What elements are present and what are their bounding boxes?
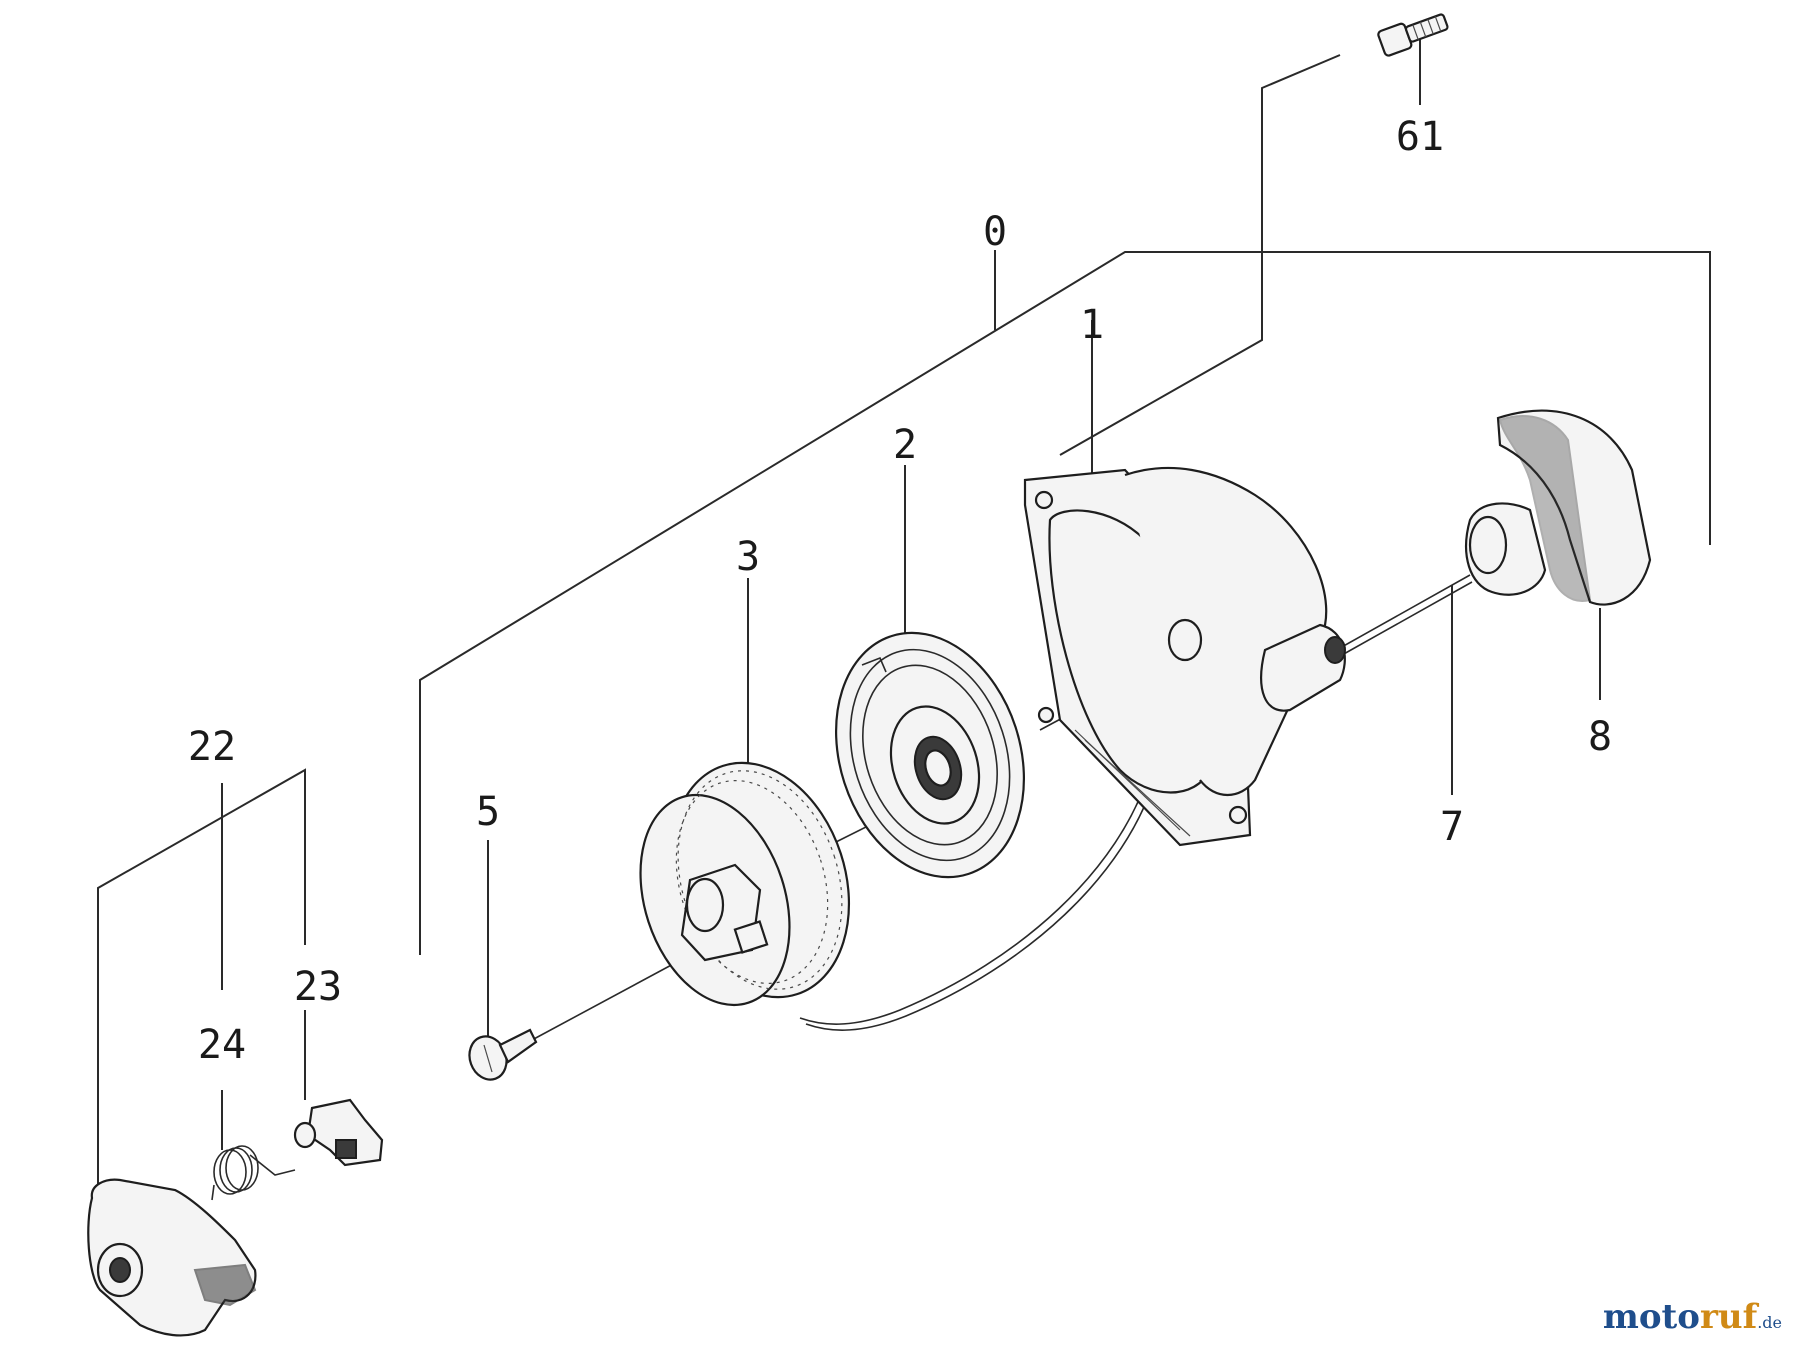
- callout-23: 23: [294, 964, 342, 1010]
- watermark-logo: motoruf.de: [1603, 1297, 1782, 1337]
- callout-2: 2: [893, 422, 917, 468]
- callout-5: 5: [476, 789, 500, 835]
- pawl-carrier-part-22: [87, 1178, 257, 1337]
- starter-handle-part-8: [1465, 409, 1652, 606]
- callout-61: 61: [1396, 114, 1444, 160]
- watermark-part1: moto: [1602, 1297, 1700, 1337]
- torsion-spring-part-24: [211, 1145, 296, 1201]
- rope-pulley-part-3: [639, 761, 851, 1007]
- ratchet-pawl-part-23: [293, 1098, 384, 1167]
- watermark-part2: ruf: [1699, 1297, 1758, 1337]
- starter-rope-part-7: [799, 574, 1473, 1031]
- starter-housing-part-1: [1023, 466, 1346, 847]
- callout-7: 7: [1440, 804, 1464, 850]
- bolt-part-61: [1377, 13, 1449, 57]
- callout-8: 8: [1588, 714, 1612, 760]
- callout-24: 24: [198, 1022, 246, 1068]
- callout-0: 0: [983, 209, 1007, 255]
- callout-1: 1: [1080, 302, 1104, 348]
- callout-labels: 61 0 1 2 3 8 7 5 22 23 24: [188, 114, 1612, 1068]
- screw-part-5: [468, 1028, 538, 1081]
- watermark-suffix: .de: [1757, 1313, 1782, 1332]
- callout-3: 3: [736, 534, 760, 580]
- leader-lines: [97, 30, 1711, 1195]
- callout-22: 22: [188, 724, 236, 770]
- recoil-spring-part-2: [834, 631, 1026, 879]
